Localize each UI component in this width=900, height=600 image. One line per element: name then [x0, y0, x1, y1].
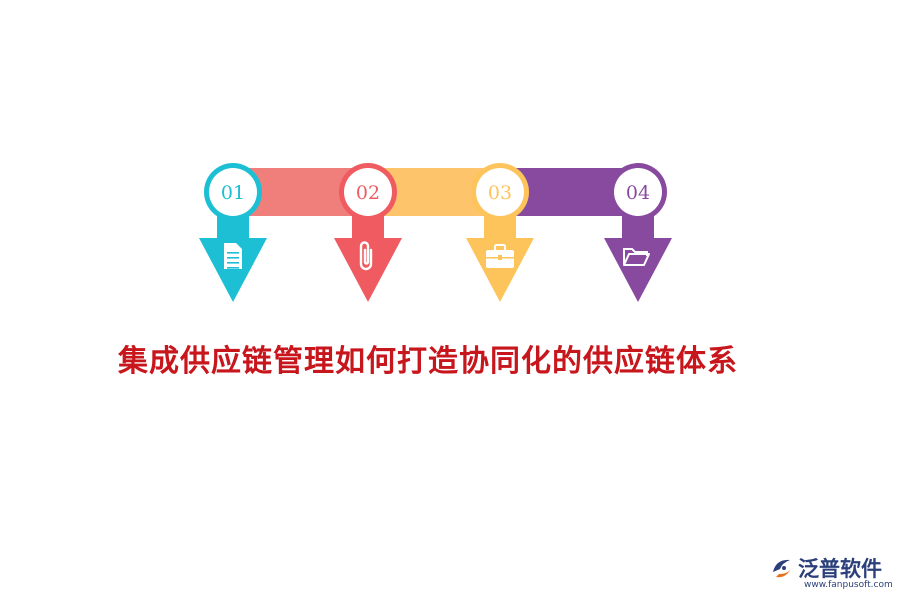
step-1: 01	[199, 163, 267, 302]
page-title: 集成供应链管理如何打造协同化的供应链体系	[118, 344, 738, 379]
folder-icon	[623, 248, 650, 266]
step-number: 03	[488, 182, 512, 204]
step-circle	[476, 168, 524, 216]
logo-url: www.fanpusoft.com	[804, 580, 893, 590]
step-3: 03	[466, 163, 534, 302]
step-circle	[614, 168, 662, 216]
document-icon	[224, 243, 242, 269]
brand-logo: 泛普软件 www.fanpusoft.com	[770, 553, 893, 593]
step-arrow	[199, 238, 267, 302]
paperclip-icon	[359, 241, 373, 271]
step-number: 02	[356, 182, 380, 204]
step-arrow	[334, 238, 402, 302]
step-4: 04	[604, 163, 672, 302]
step-circle	[209, 168, 257, 216]
logo-name: 泛普软件	[798, 557, 882, 581]
step-circle	[344, 168, 392, 216]
step-arrow	[604, 238, 672, 302]
step-number: 01	[221, 182, 245, 204]
step-number: 04	[626, 182, 650, 204]
step-2: 02	[334, 163, 402, 302]
fanpu-logo-icon	[773, 559, 792, 578]
briefcase-icon	[486, 244, 514, 268]
step-arrow	[466, 238, 534, 302]
